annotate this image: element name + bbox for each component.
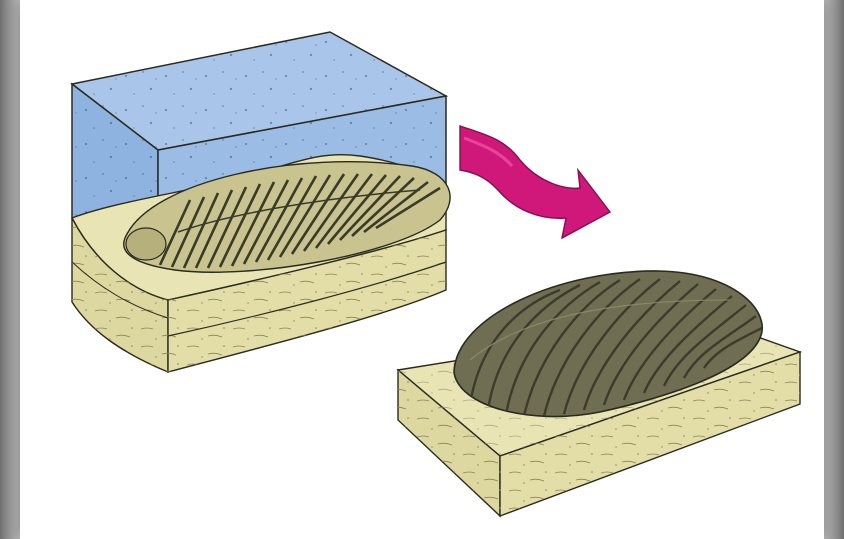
mold-block [72, 32, 450, 372]
cast-block [398, 271, 800, 516]
curved-arrow-icon [460, 126, 610, 238]
